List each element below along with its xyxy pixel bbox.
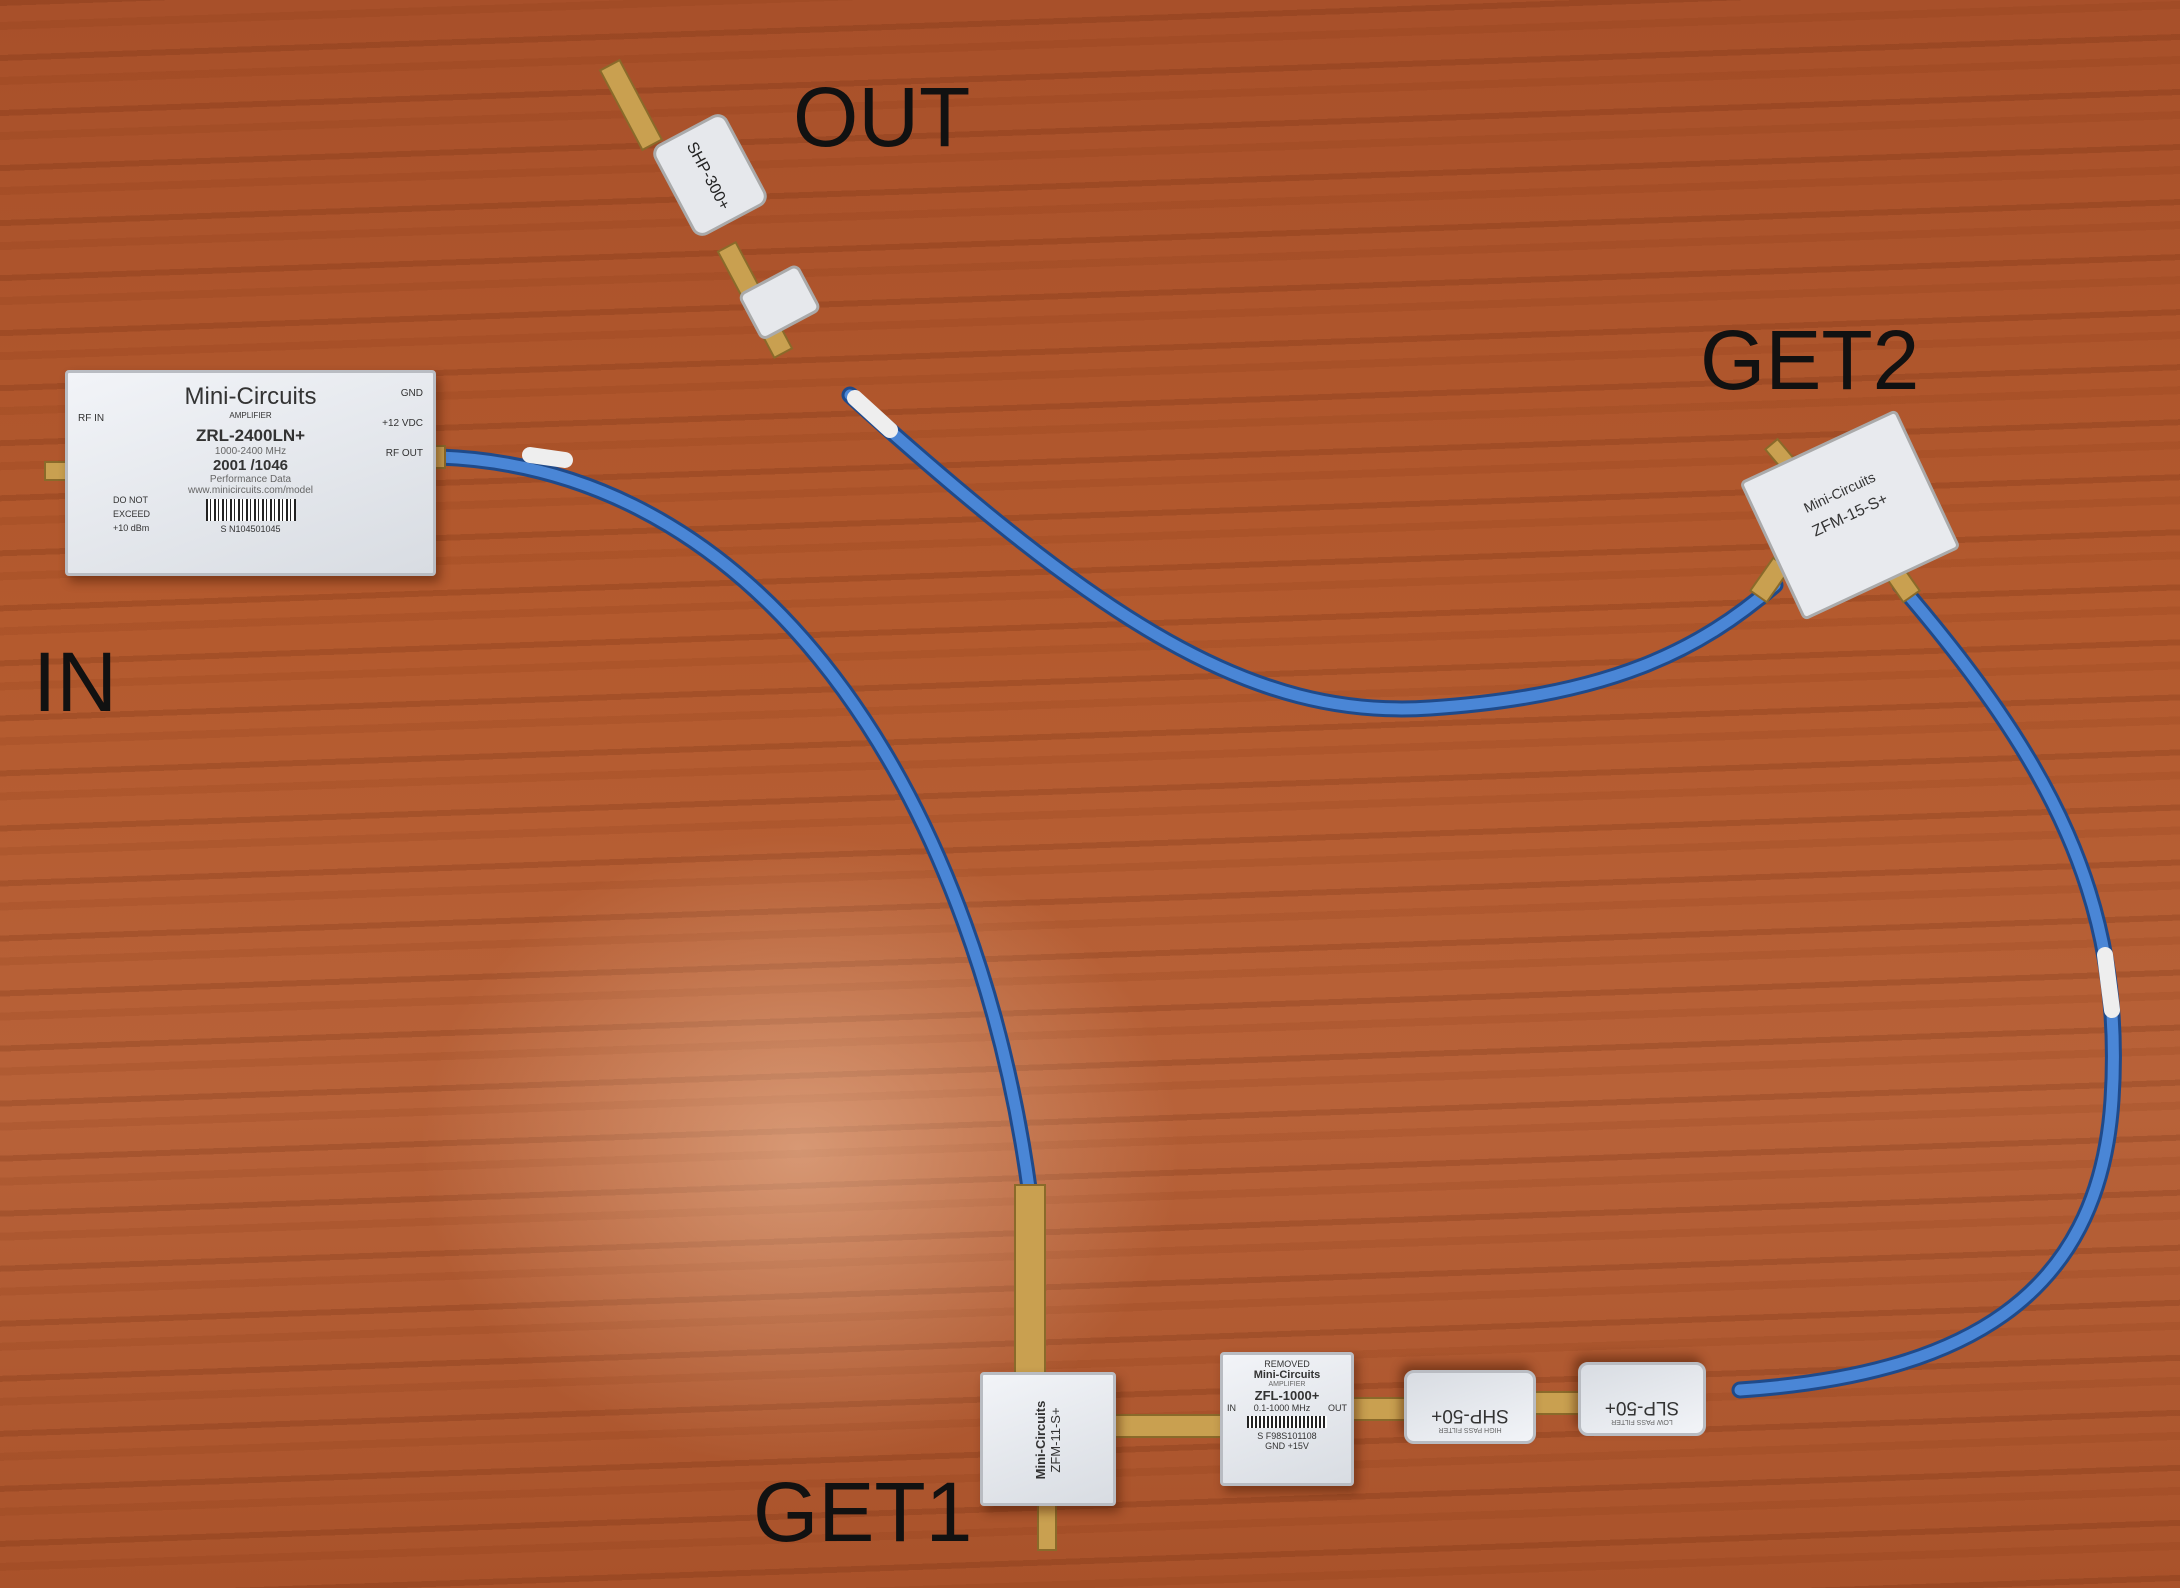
zfl-brand: Mini-Circuits [1253,1369,1321,1381]
warn-3: +10 dBm [113,523,150,533]
perf-data: Performance Data [209,474,292,485]
zfl-freq: 0.1-1000 MHz [1253,1403,1311,1413]
get1-model: ZFM-11-S+ [1048,1407,1063,1473]
url: www.minicircuits.com/model [187,485,314,496]
model-name: ZRL-2400LN+ [195,426,306,445]
freq-range: 1000-2400 MHz [214,446,287,457]
label-get1: GET1 [753,1465,973,1559]
label-in: IN [33,635,117,729]
zfl-out: OUT [1328,1403,1347,1413]
rf-in-label: RF IN [78,413,105,424]
amplifier-zrl-2400ln: RF IN GND +12 VDC RF OUT DO NOT EXCEED +… [65,370,436,576]
get2-device: Mini-Circuits ZFM-15-S+ [1741,410,1959,620]
zfl-pins: GND +15V [1265,1441,1309,1451]
warn-1: DO NOT [113,495,148,505]
cable-out-to-get2 [841,386,1784,718]
zfl-sn: S F98S101108 [1257,1431,1317,1441]
zfl-barcode [1247,1416,1327,1428]
shp-label: SHP-50+ [1431,1405,1509,1426]
label-out: OUT [793,70,971,164]
sn: S N104501045 [220,524,281,534]
gnd-label: GND [400,388,423,399]
get1-device: Mini-Circuits ZFM-11-S+ [980,1372,1116,1506]
slp-desc: LOW PASS FILTER [1611,1418,1673,1425]
removed-label: REMOVED [1264,1359,1310,1369]
filter-out [653,114,767,236]
barcode [205,499,296,521]
filter-slp-50: LOW PASS FILTER SLP-50+ [1578,1362,1706,1436]
zfl-type: AMPLIFIER [1268,1381,1306,1388]
serial: 2001 /1046 [212,457,289,474]
vdc-label: +12 VDC [382,418,423,429]
warn-2: EXCEED [113,509,151,519]
zfl-in: IN [1227,1403,1236,1413]
filter-shp-50: HIGH PASS FILTER SHP-50+ [1404,1370,1536,1444]
brand-logo: Mini-Circuits [184,383,317,410]
amplifier-zfl-1000: REMOVED Mini-Circuits AMPLIFIER ZFL-1000… [1220,1352,1354,1486]
slp-label: SLP-50+ [1604,1397,1680,1418]
zfl-model: ZFL-1000+ [1254,1388,1320,1403]
rf-out-label: RF OUT [385,448,423,459]
device-type: AMPLIFIER [229,411,272,420]
shp-desc: HIGH PASS FILTER [1438,1426,1502,1433]
label-get2: GET2 [1700,313,1920,407]
get1-brand: Mini-Circuits [1033,1400,1048,1480]
